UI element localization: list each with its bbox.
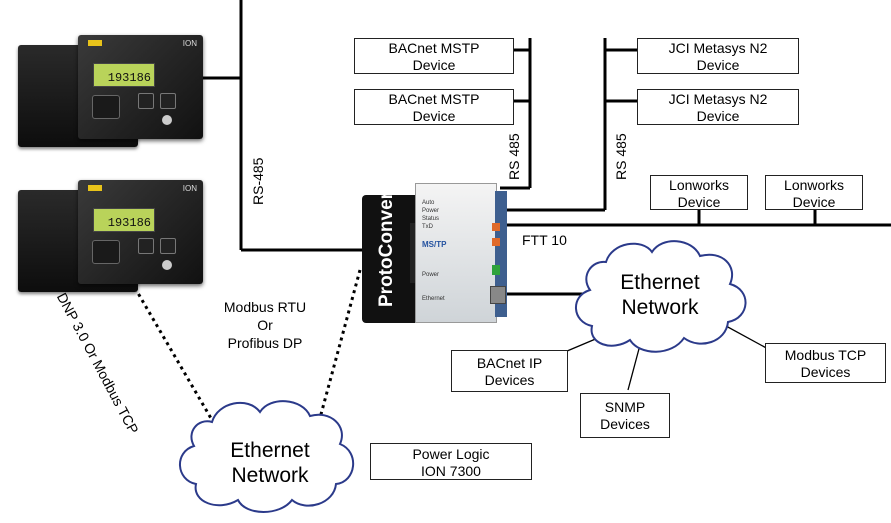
- gateway-terminal: [492, 223, 500, 231]
- meter-display: 193186: [93, 63, 155, 87]
- dotted-links: [133, 269, 362, 421]
- client-type: Devices: [800, 364, 851, 380]
- device-name: Power Logic: [412, 446, 490, 462]
- meter-slot: [92, 240, 120, 264]
- meter-knob: [162, 115, 172, 125]
- snmp-devices: SNMP Devices: [580, 393, 670, 438]
- modbus-tcp-devices: Modbus TCP Devices: [765, 343, 886, 383]
- meter-button: [160, 238, 176, 254]
- client-name: Modbus TCP: [784, 347, 867, 363]
- gateway-panel-row: TxD: [422, 224, 433, 230]
- client-name: SNMP: [604, 399, 646, 415]
- bacnet-mstp-device-1: BACnet MSTP Device: [354, 38, 514, 74]
- gateway-panel-row: Power: [422, 272, 440, 278]
- protoconvert-gateway: ProtoConvert Auto Power Status TxD MS/TP…: [362, 183, 507, 323]
- jci-n2-device-1: JCI Metasys N2 Device: [637, 38, 799, 74]
- meter-button: [138, 93, 154, 109]
- bacnet-mstp-device-2: BACnet MSTP Device: [354, 89, 514, 125]
- ftt10-label: FTT 10: [522, 232, 567, 248]
- rs485-trunk-label: RS-485: [250, 157, 266, 205]
- label-line: Profibus DP: [227, 335, 303, 351]
- client-type: Devices: [484, 372, 535, 388]
- meter-button: [160, 93, 176, 109]
- device-type: Device: [792, 194, 836, 210]
- client-type: Devices: [600, 416, 650, 432]
- meter-brand: ION: [182, 39, 197, 48]
- modbus-rtu-label: Modbus RTU Or Profibus DP: [205, 298, 325, 352]
- power-logic-device: Power Logic ION 7300: [370, 443, 532, 480]
- rs485-n2-label: RS 485: [613, 133, 629, 180]
- gateway-terminal: [492, 238, 500, 246]
- device-name: BACnet MSTP: [388, 40, 480, 56]
- device-type: ION 7300: [421, 463, 481, 479]
- cloud-line: Ethernet: [620, 271, 700, 294]
- gateway-panel-row: Status: [422, 216, 440, 222]
- device-name: JCI Metasys N2: [668, 91, 768, 107]
- gateway-protocol: MS/TP: [422, 240, 447, 249]
- meter-slot: [92, 95, 120, 119]
- gateway-terminal-green: [492, 265, 500, 275]
- meter-display: 193186: [93, 208, 155, 232]
- gateway-ethernet-port: [490, 286, 506, 304]
- meter-tag: [88, 185, 102, 191]
- client-name: BACnet IP: [476, 355, 543, 371]
- cloud-line: Network: [621, 296, 699, 319]
- device-name: BACnet MSTP: [388, 91, 480, 107]
- gateway-brand: ProtoConvert: [376, 185, 397, 307]
- bacnet-ip-devices: BACnet IP Devices: [451, 350, 568, 392]
- ethernet-network-left-label: Ethernet Network: [205, 438, 335, 488]
- cloud-line: Network: [231, 464, 309, 487]
- jci-n2-device-2: JCI Metasys N2 Device: [637, 89, 799, 125]
- rs485-mstp-label: RS 485: [506, 133, 522, 180]
- meter-faceplate: ION 193186: [78, 180, 203, 284]
- snmp-link: [627, 344, 641, 391]
- ethernet-network-right-label: Ethernet Network: [600, 270, 720, 320]
- meter-knob: [162, 260, 172, 270]
- device-type: Device: [412, 57, 456, 73]
- label-line: Modbus RTU: [223, 299, 307, 315]
- meter-tag: [88, 40, 102, 46]
- lonworks-device-2: Lonworks Device: [765, 175, 863, 210]
- device-name: JCI Metasys N2: [668, 40, 768, 56]
- ethernet-cloud-left: [179, 400, 355, 513]
- power-meter-1: ION 193186: [10, 35, 205, 147]
- gateway-panel-row: Power: [422, 208, 440, 214]
- device-name: Lonworks: [669, 177, 729, 193]
- gateway-side-rail: [495, 191, 507, 317]
- ethernet-cloud-right: [575, 240, 747, 353]
- meter-faceplate: ION 193186: [78, 35, 203, 139]
- meter-to-cloud-dotted: [133, 287, 214, 421]
- device-name: Lonworks: [784, 177, 844, 193]
- device-type: Device: [696, 108, 740, 124]
- meter-brand: ION: [182, 184, 197, 193]
- gateway-panel-row: Ethernet: [422, 296, 445, 302]
- gateway-face: Auto Power Status TxD MS/TP Power Ethern…: [415, 183, 497, 323]
- cloud-line: Ethernet: [230, 439, 310, 462]
- gateway-panel-row: Auto: [422, 200, 435, 206]
- label-line: Or: [257, 317, 273, 333]
- device-type: Device: [677, 194, 721, 210]
- device-type: Device: [412, 108, 456, 124]
- meter-button: [138, 238, 154, 254]
- gateway-side: ProtoConvert: [362, 186, 418, 323]
- lonworks-device-1: Lonworks Device: [650, 175, 748, 210]
- device-type: Device: [696, 57, 740, 73]
- gateway-to-cloud-dotted: [318, 269, 362, 419]
- power-meter-2: ION 193186: [10, 180, 205, 292]
- wires: [190, 0, 891, 296]
